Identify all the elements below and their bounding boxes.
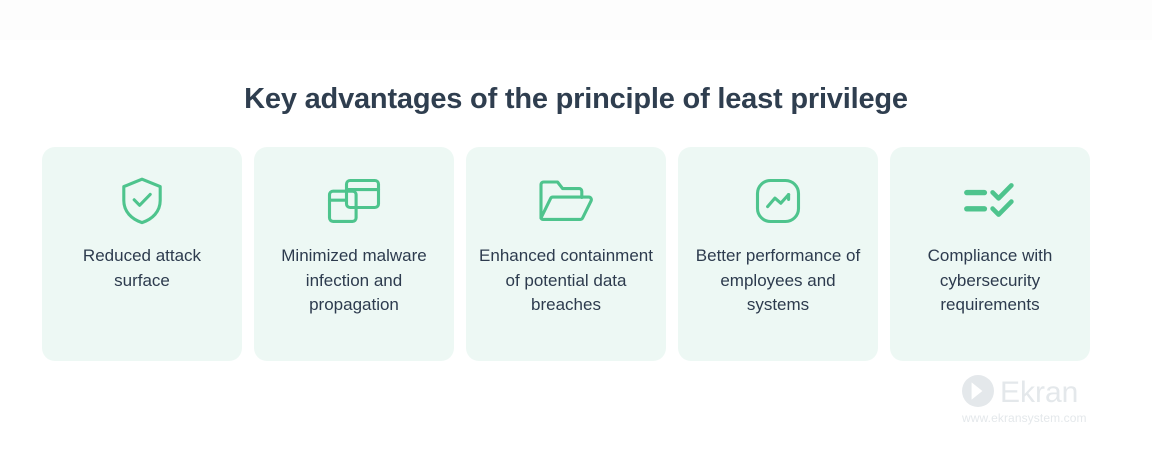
logo-wordmark: Ekran [1000,376,1079,409]
checklist-icon [963,173,1017,229]
shield-check-icon [120,173,164,229]
logo-row: Ekran [962,374,1094,412]
logo-url: www.ekransystem.com [962,411,1087,425]
trend-chart-icon [754,173,802,229]
ekran-chevron-icon [962,374,994,412]
open-folder-icon [537,173,595,229]
advantage-card-label: Compliance with cybersecurity requiremen… [927,246,1053,314]
overlapping-windows-icon [326,173,382,229]
advantage-card-label: Minimized malware infection and propagat… [281,246,427,314]
advantage-card-compliance[interactable]: Compliance with cybersecurity requiremen… [890,147,1090,361]
advantage-card-minimized-malware[interactable]: Minimized malware infection and propagat… [254,147,454,361]
advantage-card-list: Reduced attack surface Minimized malware… [42,147,1090,361]
advantage-card-label: Enhanced containment of potential data b… [479,246,653,314]
advantage-card-reduced-attack-surface[interactable]: Reduced attack surface [42,147,242,361]
ekran-logo[interactable]: Ekran www.ekransystem.com [962,374,1094,432]
advantage-card-label: Better performance of employees and syst… [695,246,861,314]
advantage-card-label: Reduced attack surface [82,246,202,290]
advantage-card-better-performance[interactable]: Better performance of employees and syst… [678,147,878,361]
advantage-card-enhanced-containment[interactable]: Enhanced containment of potential data b… [466,147,666,361]
top-band [0,0,1152,40]
page-title: Key advantages of the principle of least… [244,83,908,115]
